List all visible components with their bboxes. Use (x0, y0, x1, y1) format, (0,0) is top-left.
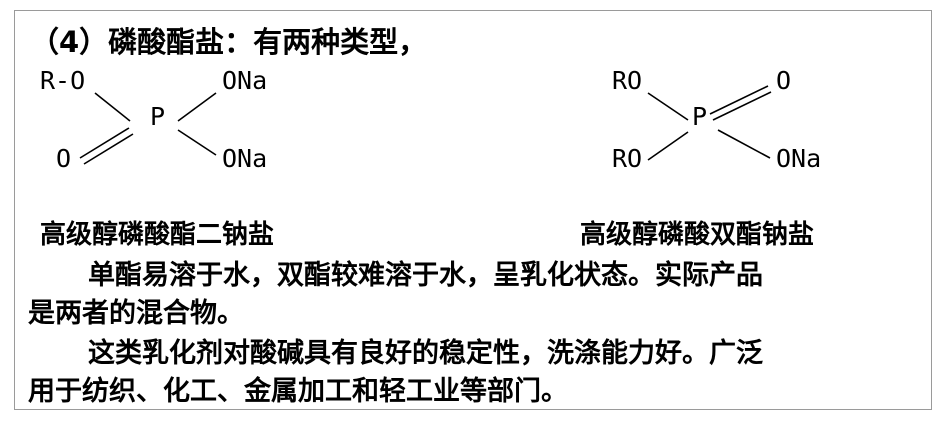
atom-phosphorus: P (150, 102, 166, 131)
atom-r-o: R-O (40, 66, 86, 95)
atom-double-bond-oxygen: O (56, 144, 72, 173)
paragraph-2-line-2: 用于纺织、化工、金属加工和轻工业等部门。 (28, 376, 568, 407)
content-frame (14, 10, 932, 410)
bond-double-p-o-b (83, 133, 134, 165)
atom-ona-top: ONa (222, 66, 268, 95)
bond-double-p-o-b (712, 91, 772, 121)
bond-single-p-ona-bottom (177, 129, 217, 156)
atom-ro-top: RO (612, 66, 643, 95)
compound-name-monoester: 高级醇磷酸酯二钠盐 (40, 220, 275, 250)
bond-single-p-ona-top (177, 92, 217, 122)
bond-single-ro-top-p (647, 92, 689, 121)
bond-double-p-o-a (709, 85, 769, 115)
bond-single-r-o-p (94, 92, 131, 122)
atom-ona-bottom: ONa (222, 144, 268, 173)
bond-single-ro-bottom-p (647, 131, 689, 161)
compound-name-diester: 高级醇磷酸双酯钠盐 (580, 220, 815, 250)
atom-ona: ONa (776, 144, 822, 173)
atom-double-bond-oxygen: O (776, 66, 792, 95)
section-heading: （4）磷酸酯盐：有两种类型， (30, 25, 428, 59)
paragraph-1-line-2: 是两者的混合物。 (28, 298, 244, 329)
bond-single-p-ona (717, 129, 771, 159)
bond-double-p-o-a (79, 127, 130, 159)
paragraph-2-line-1: 这类乳化剂对酸碱具有良好的稳定性，洗涤能力好。广泛 (88, 338, 763, 369)
atom-ro-bottom: RO (612, 144, 643, 173)
atom-phosphorus: P (692, 102, 708, 131)
paragraph-1-line-1: 单酯易溶于水，双酯较难溶于水，呈乳化状态。实际产品 (88, 260, 763, 291)
